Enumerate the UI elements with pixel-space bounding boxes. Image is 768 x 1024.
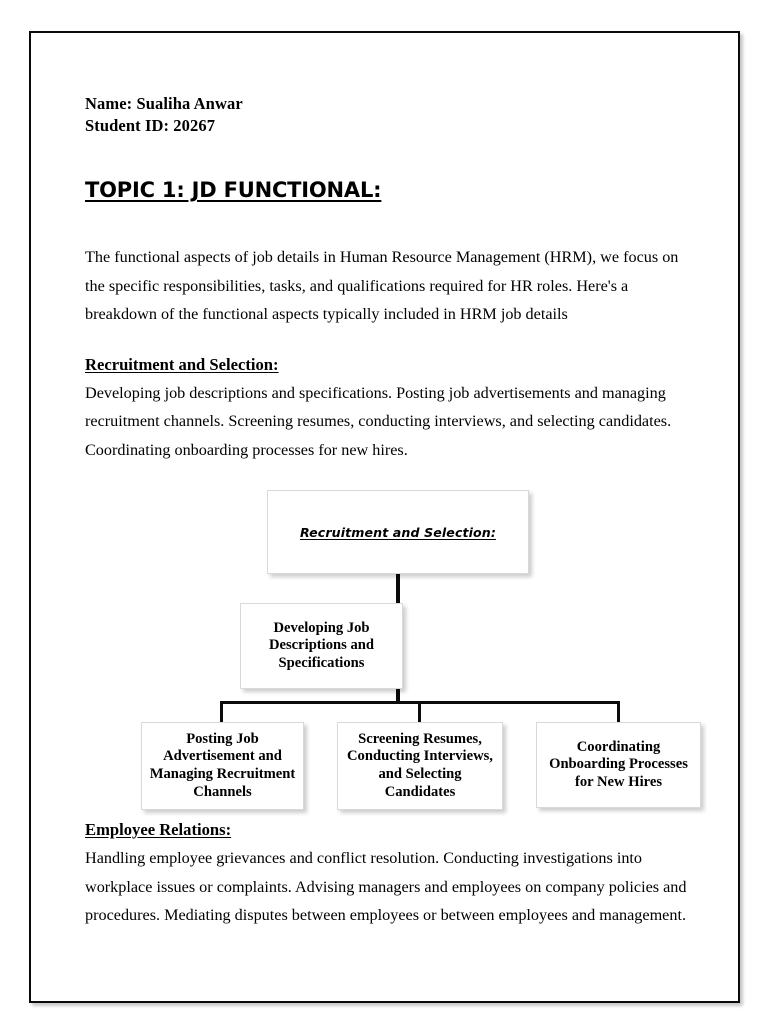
- org-chart-diagram: Recruitment and Selection: Developing Jo…: [85, 486, 701, 816]
- intro-paragraph: The functional aspects of job details in…: [85, 248, 679, 323]
- student-id-line: Student ID: 20267: [85, 116, 216, 135]
- document-page: Name: Sualiha Anwar Student ID: 20267 TO…: [29, 31, 740, 1003]
- chart-node-coordinating-onboarding: Coordinating Onboarding Processes for Ne…: [536, 722, 701, 808]
- document-content: Name: Sualiha Anwar Student ID: 20267 TO…: [85, 93, 701, 930]
- student-name-line: Name: Sualiha Anwar: [85, 94, 243, 113]
- connector-trunk-lower: [396, 688, 400, 704]
- chart-node-root: Recruitment and Selection:: [267, 490, 529, 574]
- chart-node-posting-job-advertisement: Posting Job Advertisement and Managing R…: [141, 722, 304, 810]
- chart-node-leaf3-label: Coordinating Onboarding Processes for Ne…: [549, 738, 688, 790]
- connector-leg-1: [220, 701, 223, 723]
- chart-node-root-label: Recruitment and Selection:: [299, 524, 496, 540]
- section-body-recruitment: Developing job descriptions and specific…: [85, 383, 672, 459]
- page-title: TOPIC 1: JD FUNCTIONAL:: [85, 178, 382, 202]
- chart-node-child1-label: Developing Job Descriptions and Specific…: [268, 619, 374, 671]
- connector-trunk-upper: [396, 574, 400, 606]
- section-heading-employee-relations: Employee Relations:: [85, 820, 232, 839]
- student-info-block: Name: Sualiha Anwar Student ID: 20267: [85, 93, 689, 137]
- connector-leg-3: [617, 701, 620, 723]
- chart-node-developing-job-descriptions: Developing Job Descriptions and Specific…: [240, 603, 403, 689]
- chart-node-leaf2-label: Screening Resumes, Conducting Interviews…: [347, 730, 493, 800]
- section-body-employee-relations: Handling employee grievances and conflic…: [85, 849, 687, 924]
- chart-node-leaf1-label: Posting Job Advertisement and Managing R…: [149, 730, 296, 800]
- connector-leg-2: [418, 701, 421, 723]
- chart-node-screening-resumes: Screening Resumes, Conducting Interviews…: [337, 722, 503, 810]
- section-heading-recruitment: Recruitment and Selection:: [85, 354, 279, 374]
